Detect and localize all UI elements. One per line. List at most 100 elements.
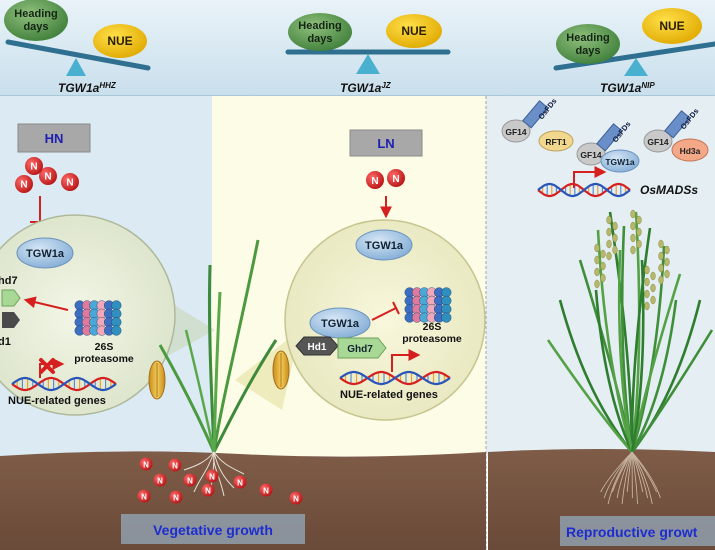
nitrogen-label: N [392, 174, 399, 185]
condition-box-hn [17, 123, 91, 153]
heading-days-ellipse [4, 0, 68, 41]
tgw1a-complex-label: TGW1a [321, 318, 360, 330]
proteasome-label-1: 26S [423, 321, 442, 333]
heading-days-text-2: days [23, 21, 48, 33]
tgw1a-protein-top [355, 229, 413, 261]
tgw1a-protein [16, 237, 74, 269]
balance-jz: Heading days NUE TGW1aJZ [285, 13, 451, 95]
nitrogen-atom: N [168, 458, 182, 472]
nitrogen-label: N [173, 494, 179, 503]
rft1-protein [538, 130, 574, 152]
zoom-circle-middle [284, 219, 486, 421]
nitrogen-atom: N [233, 475, 247, 489]
nitrogen-atom: N [61, 173, 79, 191]
nitrogen-label: N [263, 487, 269, 496]
gf14-label: GF14 [505, 127, 527, 137]
zoom-cone-middle [235, 330, 300, 410]
gf14-protein [643, 129, 673, 153]
heading-days-text-1: Heading [566, 32, 609, 44]
heading-days-text-1: Heading [298, 20, 341, 32]
vegetative-growth-label: Vegetative growth [153, 522, 273, 538]
hd3a-label: Hd3a [680, 146, 701, 156]
dna-middle [339, 370, 451, 386]
proteasome-left [74, 300, 122, 336]
mature-rice-plant [546, 209, 714, 505]
osmads-label: OsMADSs [640, 183, 698, 197]
nitrogen-atom: N [139, 457, 153, 471]
proteasome-label-1: 26S [95, 341, 114, 353]
florigen-complex-hd3a: GF14 OsFDs Hd3a [643, 107, 709, 162]
tgw1a-label: TGW1a [26, 248, 65, 260]
nitrogen-atom: N [169, 490, 183, 504]
nitrogen-label: N [172, 462, 178, 471]
nue-ellipse [642, 8, 702, 44]
heading-days-text-1: Heading [14, 8, 57, 20]
nitrogen-label: N [209, 473, 215, 482]
vegetative-label-box [121, 514, 305, 544]
nitrogen-atom: N [183, 473, 197, 487]
nue-ellipse [386, 14, 442, 48]
ghd7-shape [1, 289, 21, 307]
ghd7-label: Ghd7 [347, 344, 373, 355]
reproductive-growth-label: Reproductive growt [566, 524, 698, 540]
tgw1a-label-top: TGW1a [365, 240, 404, 252]
dna-right [537, 182, 631, 198]
nitrogen-atom: N [39, 167, 57, 185]
proteasome-label-2: proteasome [74, 353, 134, 365]
reproductive-label-box [560, 516, 715, 546]
nitrogen-atom: N [153, 473, 167, 487]
florigen-complex-tgw1a: GF14 OsFDs TGW1a [576, 120, 640, 173]
gene-label-hhz: TGW1aHHZ [58, 81, 117, 95]
nitrogen-label: N [293, 495, 299, 504]
nue-text: NUE [659, 19, 684, 33]
nitrogen-atom [387, 169, 405, 187]
nitrogen-atom [366, 171, 384, 189]
gene-label-jz: TGW1aJZ [340, 81, 392, 95]
block-x-icon [39, 358, 55, 374]
rice-seedling [158, 239, 278, 497]
nitrogen-label: N [66, 178, 73, 189]
osfds-protein [664, 110, 691, 139]
gf14-protein [501, 119, 531, 143]
rice-grain-middle [272, 350, 290, 390]
gene-label-nip: TGW1aNIP [600, 81, 655, 95]
proteasome-middle [404, 287, 452, 323]
nitrogen-atom: N [205, 469, 219, 483]
hd1-label: d1 [0, 336, 11, 348]
nitrogen-label: N [30, 162, 37, 173]
nue-ellipse [93, 24, 147, 58]
ghd7-shape [337, 337, 387, 359]
tgw1a-protein [600, 149, 640, 173]
nitrogen-label: N [44, 172, 51, 183]
rice-grain-left [148, 360, 166, 400]
right-panel: GF14 OsFDs RFT1 GF14 OsFDs TGW1a GF14 Os… [501, 97, 714, 505]
tgw1a-label: TGW1a [605, 157, 635, 167]
nitrogen-label: N [371, 176, 378, 187]
heading-days-text-2: days [575, 45, 600, 57]
nitrogen-atom: N [201, 483, 215, 497]
gf14-label: GF14 [580, 150, 602, 160]
condition-label-hn: HN [45, 131, 64, 146]
hd1-label: Hd1 [308, 342, 327, 353]
condition-label-ln: LN [377, 136, 394, 151]
nitrogen-label: N [237, 479, 243, 488]
nitrogen-label: N [157, 477, 163, 486]
nitrogen-atom: N [25, 157, 43, 175]
nitrogen-label: N [205, 487, 211, 496]
nue-text: NUE [401, 24, 426, 38]
osfds-protein [522, 100, 549, 129]
nue-text: NUE [107, 34, 132, 48]
heading-days-text-2: days [307, 33, 332, 45]
osfds-protein [596, 123, 623, 152]
nitrogen-atom: N [137, 489, 151, 503]
condition-box-ln [349, 129, 423, 157]
nitrogen-atom: N [259, 483, 273, 497]
ghd7-label: hd7 [0, 275, 18, 287]
proteasome-label-2: proteasome [402, 333, 462, 345]
nitrogen-label: N [143, 461, 149, 470]
gf14-label: GF14 [647, 137, 669, 147]
